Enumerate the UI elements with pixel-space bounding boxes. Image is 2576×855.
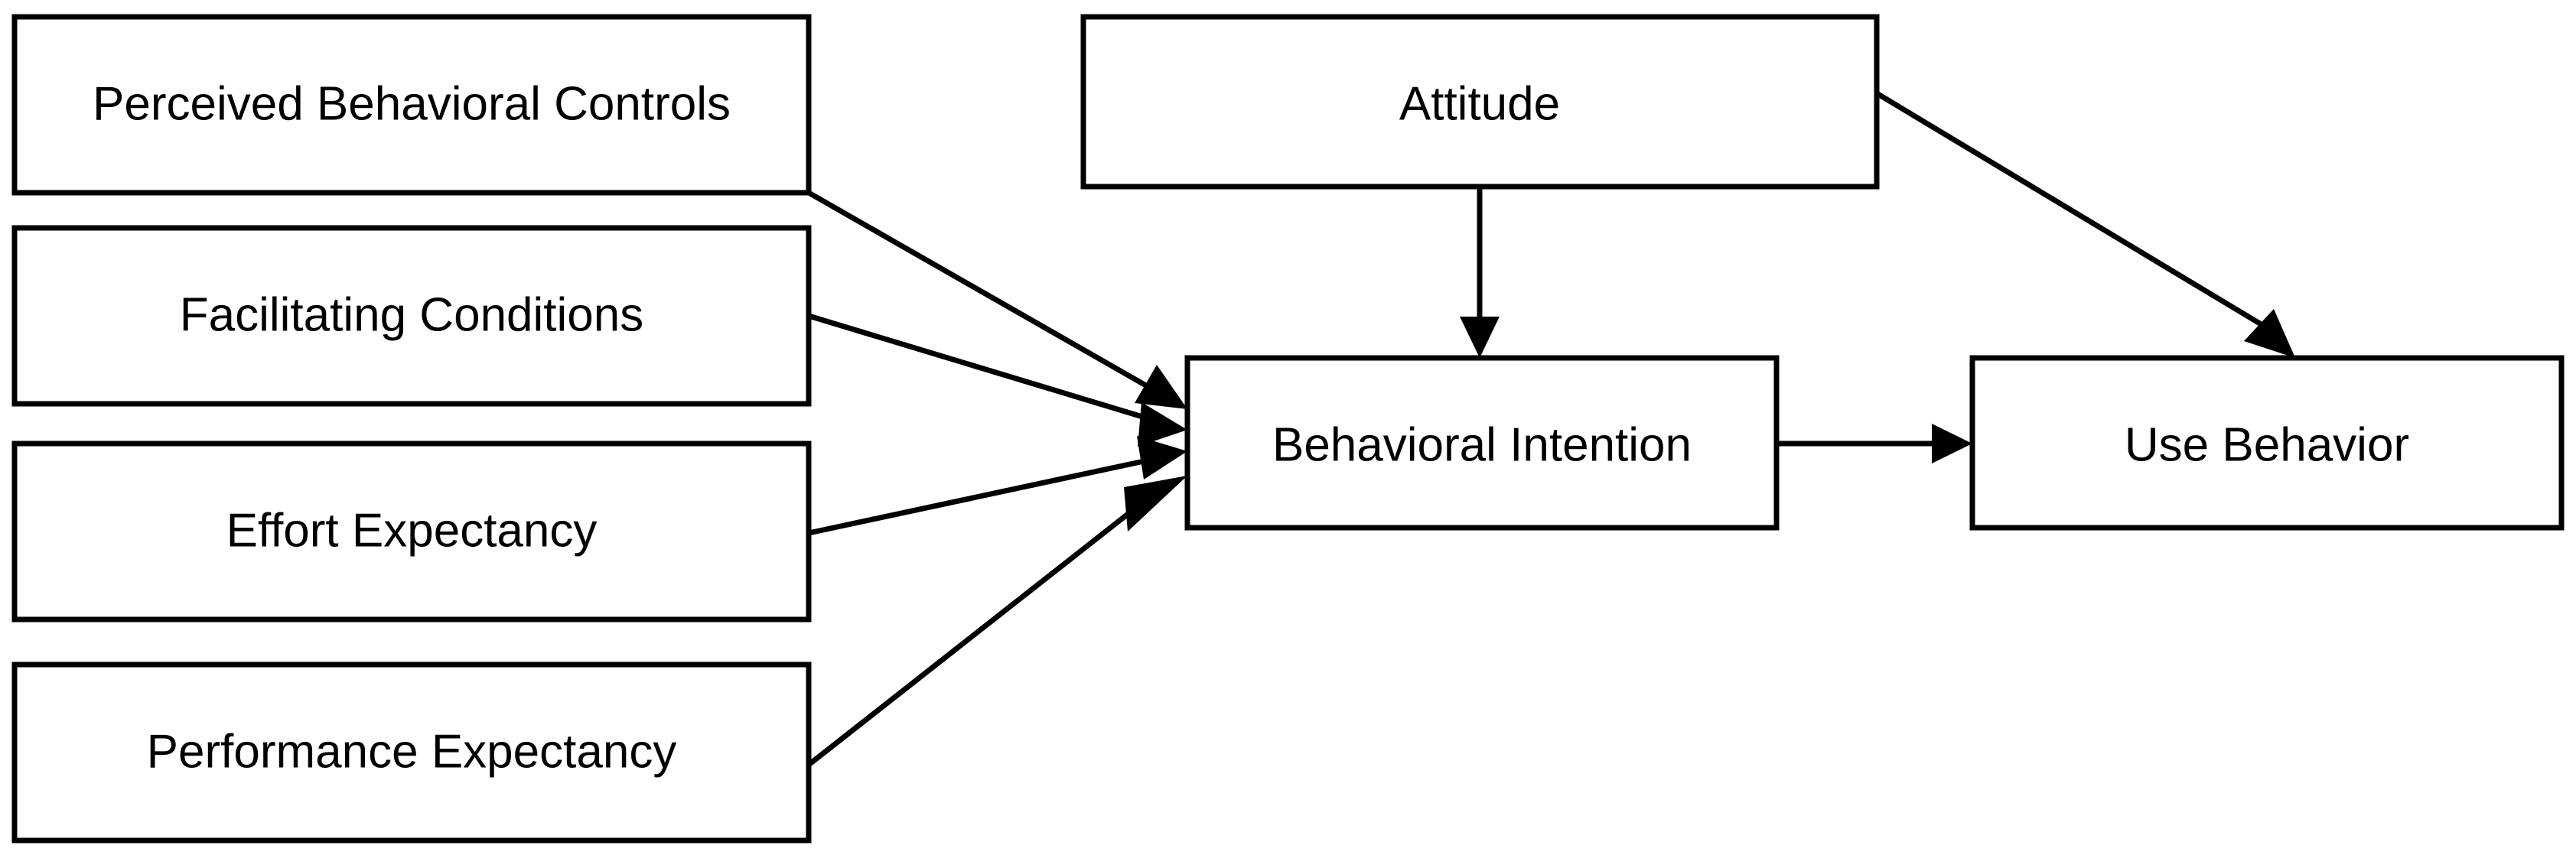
edge-pe-to-bi-line — [806, 499, 1147, 767]
node-use-behavior-box[interactable] — [1969, 355, 2565, 531]
node-facilitating-conditions-box[interactable] — [11, 225, 812, 407]
edge-pe-to-bi-arrowhead — [1124, 476, 1187, 532]
edge-fc-to-bi — [807, 313, 1187, 447]
edge-attitude-to-bi — [1460, 187, 1500, 358]
node-attitude[interactable]: Attitude — [1080, 14, 1880, 190]
node-performance-expectancy[interactable]: Performance Expectancy — [11, 662, 812, 844]
node-perceived-behavioral-controls-box[interactable] — [11, 14, 812, 196]
node-behavioral-intention-label: Behavioral Intention — [1272, 418, 1692, 471]
node-effort-expectancy[interactable]: Effort Expectancy — [11, 441, 812, 623]
edge-fc-to-bi-line — [807, 313, 1149, 421]
edge-attitude-to-bi-arrowhead — [1460, 317, 1500, 358]
edge-bi-to-ub-arrowhead — [1932, 424, 1972, 463]
edge-pbc-to-bi — [807, 190, 1187, 409]
node-performance-expectancy-label: Performance Expectancy — [147, 725, 677, 778]
edge-pe-to-bi — [806, 476, 1187, 767]
edge-attitude-to-ub-arrowhead — [2244, 309, 2295, 358]
node-effort-expectancy-box[interactable] — [11, 441, 812, 623]
edge-ee-to-bi-arrowhead — [1137, 436, 1187, 480]
edge-attitude-to-ub-line — [1875, 91, 2268, 330]
node-facilitating-conditions[interactable]: Facilitating Conditions — [11, 225, 812, 407]
edge-ee-to-bi — [808, 436, 1187, 536]
node-behavioral-intention-box[interactable] — [1184, 355, 1780, 531]
edge-pbc-to-bi-arrowhead — [1135, 365, 1187, 409]
node-behavioral-intention[interactable]: Behavioral Intention — [1184, 355, 1780, 531]
node-use-behavior-label: Use Behavior — [2125, 418, 2409, 471]
node-perceived-behavioral-controls-label: Perceived Behavioral Controls — [93, 77, 731, 130]
edge-pbc-to-bi-line — [807, 190, 1168, 400]
node-effort-expectancy-label: Effort Expectancy — [226, 504, 598, 557]
edge-fc-to-bi-arrowhead — [1138, 402, 1187, 447]
edge-bi-to-ub — [1776, 424, 1972, 463]
edge-ee-to-bi-line — [808, 457, 1148, 536]
edge-attitude-to-ub — [1875, 91, 2295, 358]
node-performance-expectancy-box[interactable] — [11, 662, 812, 844]
node-facilitating-conditions-label: Facilitating Conditions — [180, 288, 644, 341]
node-attitude-box[interactable] — [1080, 14, 1880, 190]
node-use-behavior[interactable]: Use Behavior — [1969, 355, 2565, 531]
node-perceived-behavioral-controls[interactable]: Perceived Behavioral Controls — [11, 14, 812, 196]
node-attitude-label: Attitude — [1399, 77, 1560, 130]
